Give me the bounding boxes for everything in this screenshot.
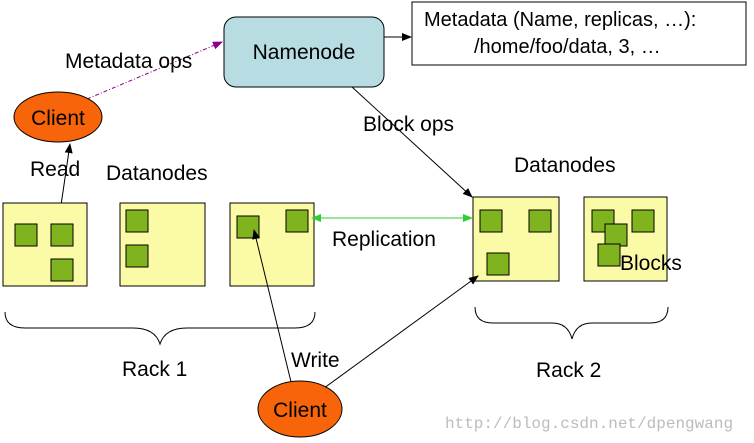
write-to-rack2-arrow (319, 275, 479, 392)
block (236, 215, 260, 239)
block (597, 243, 621, 267)
block (285, 209, 309, 233)
write-label: Write (291, 349, 340, 372)
block (50, 223, 74, 247)
block (479, 209, 503, 233)
namenode-box (223, 16, 385, 88)
datanodes-left-label: Datanodes (106, 162, 208, 185)
block (486, 252, 510, 276)
metadata-line2: /home/foo/data, 3, … (474, 36, 661, 58)
client-top-label: Client (31, 107, 85, 130)
block (604, 223, 628, 247)
metadata-line1: Metadata (Name, replicas, …): (424, 9, 696, 31)
rack2-brace (474, 306, 669, 340)
namenode-label: Namenode (253, 41, 356, 64)
read-label: Read (30, 158, 80, 181)
metadata-ops-label: Metadata ops (65, 50, 192, 73)
read-arrow (59, 143, 73, 213)
client-bottom (257, 380, 343, 438)
client-top (13, 91, 103, 143)
metadata-box (411, 1, 747, 66)
rack1-brace (4, 311, 316, 346)
blocks-label: Blocks (620, 252, 682, 275)
block (631, 209, 655, 233)
block (50, 258, 74, 282)
block-ops-arrow (351, 86, 473, 198)
datanodes-right-label: Datanodes (514, 154, 616, 177)
block (125, 209, 149, 233)
rack1-label: Rack 1 (122, 358, 187, 381)
block (528, 209, 552, 233)
metadata-ops-arrow (86, 41, 223, 100)
block (14, 223, 38, 247)
replication-label: Replication (332, 228, 436, 251)
watermark: http://blog.csdn.net/dpengwang (445, 415, 733, 433)
block (125, 244, 149, 268)
write-arrow (252, 229, 293, 387)
rack2-label: Rack 2 (536, 359, 601, 382)
block-ops-label: Block ops (363, 113, 454, 136)
client-bottom-label: Client (273, 399, 327, 422)
